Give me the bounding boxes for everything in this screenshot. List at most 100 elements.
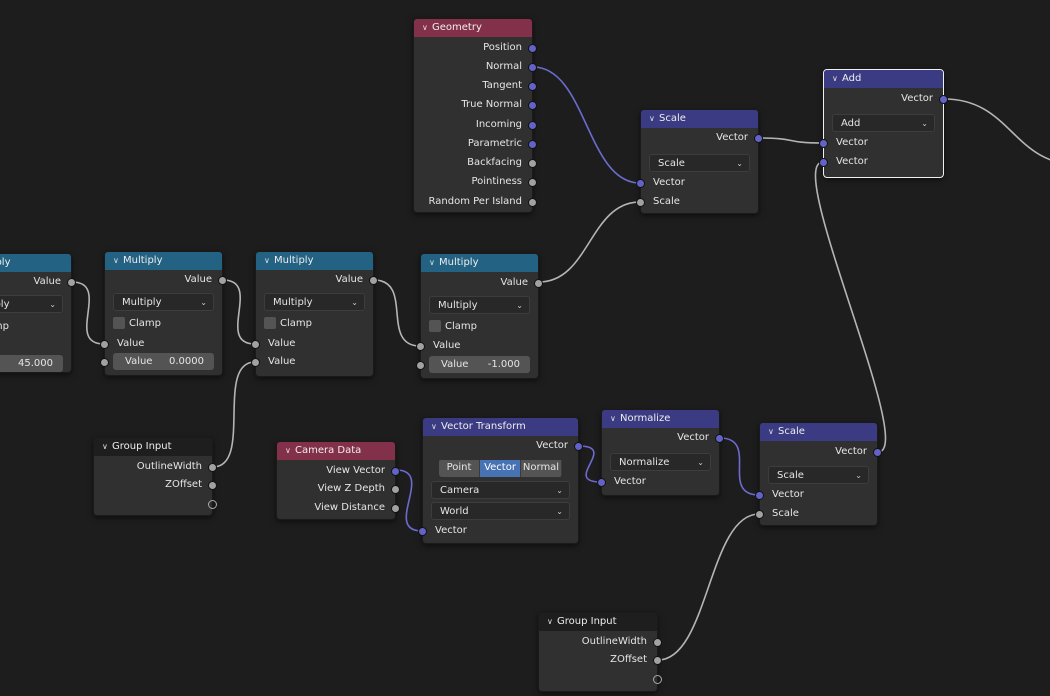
socket-float[interactable] <box>100 340 109 349</box>
node-link[interactable] <box>758 137 824 144</box>
chevron-down-icon[interactable]: ∨ <box>431 422 437 431</box>
socket-float[interactable] <box>369 276 378 285</box>
socket-float[interactable] <box>218 276 227 285</box>
socket-float[interactable] <box>416 342 425 351</box>
socket-float[interactable] <box>391 504 400 513</box>
socket-vector[interactable] <box>528 82 537 91</box>
node-link[interactable] <box>814 161 887 453</box>
socket-vector[interactable] <box>528 63 537 72</box>
chevron-down-icon[interactable]: ∨ <box>649 114 655 123</box>
value-field[interactable]: Value45.000 <box>0 355 63 372</box>
node-header[interactable]: ∨Multiply <box>421 254 538 272</box>
socket-vector[interactable] <box>528 121 537 130</box>
socket-float[interactable] <box>251 340 260 349</box>
node-link[interactable] <box>532 66 641 184</box>
socket-float[interactable] <box>653 638 662 647</box>
socket-vector[interactable] <box>391 467 400 476</box>
node-link[interactable] <box>719 437 760 496</box>
node-link[interactable] <box>657 513 760 661</box>
socket-vector[interactable] <box>755 491 764 500</box>
dropdown-multiply[interactable]: Multiply⌄ <box>113 293 214 311</box>
dropdown-multiply[interactable]: Multiply⌄ <box>264 293 365 311</box>
socket-vector[interactable] <box>819 139 828 148</box>
dropdown-add[interactable]: Add⌄ <box>832 114 935 132</box>
node-link[interactable] <box>578 445 602 483</box>
node-link[interactable] <box>373 279 421 347</box>
chevron-down-icon[interactable]: ∨ <box>547 617 553 626</box>
value-field[interactable]: Value-1.000 <box>429 356 530 373</box>
chevron-down-icon[interactable]: ∨ <box>768 427 774 436</box>
node-link[interactable] <box>943 98 1050 165</box>
socket-hollow[interactable] <box>208 500 217 509</box>
node-header[interactable]: ∨Scale <box>760 423 877 441</box>
socket-float[interactable] <box>391 485 400 494</box>
dropdown-normalize[interactable]: Normalize⌄ <box>610 453 711 471</box>
node-header[interactable]: ∨Multiply <box>105 252 222 270</box>
node-link[interactable] <box>222 279 256 345</box>
chevron-down-icon[interactable]: ∨ <box>429 258 435 267</box>
socket-vector[interactable] <box>574 442 583 451</box>
node-header[interactable]: ∨Group Input <box>94 438 212 456</box>
socket-float[interactable] <box>755 510 764 519</box>
chevron-down-icon[interactable]: ∨ <box>113 256 119 265</box>
socket-vector[interactable] <box>418 527 427 536</box>
node-link[interactable] <box>538 201 641 283</box>
dropdown-world[interactable]: World⌄ <box>431 502 570 520</box>
clamp-checkbox[interactable] <box>113 317 125 329</box>
dropdown-camera[interactable]: Camera⌄ <box>431 481 570 499</box>
chevron-down-icon[interactable]: ∨ <box>832 74 838 83</box>
clamp-checkbox[interactable] <box>264 317 276 329</box>
socket-float[interactable] <box>528 198 537 207</box>
socket-vector[interactable] <box>528 140 537 149</box>
socket-hollow[interactable] <box>653 675 662 684</box>
node-link[interactable] <box>71 281 105 345</box>
node-header[interactable]: ∨Geometry <box>414 19 532 37</box>
socket-vector[interactable] <box>819 158 828 167</box>
socket-float[interactable] <box>534 279 543 288</box>
dropdown-multiply[interactable]: Multiply⌄ <box>429 296 530 314</box>
socket-float[interactable] <box>208 481 217 490</box>
socket-vector[interactable] <box>754 134 763 143</box>
node-header[interactable]: ∨Multiply <box>0 254 71 272</box>
socket-float[interactable] <box>528 159 537 168</box>
socket-float[interactable] <box>67 278 76 287</box>
clamp-checkbox[interactable] <box>429 320 441 332</box>
node-header[interactable]: ∨Add <box>824 70 943 88</box>
socket-vector[interactable] <box>528 44 537 53</box>
chevron-down-icon[interactable]: ∨ <box>422 23 428 32</box>
chevron-down-icon[interactable]: ∨ <box>610 414 616 423</box>
tab-vector[interactable]: Vector <box>480 460 521 477</box>
socket-float[interactable] <box>251 358 260 367</box>
node-header[interactable]: ∨Camera Data <box>277 442 395 460</box>
node-header[interactable]: ∨Multiply <box>256 252 373 270</box>
node-header[interactable]: ∨Vector Transform <box>423 418 578 436</box>
tab-normal[interactable]: Normal <box>521 460 562 477</box>
tab-point[interactable]: Point <box>439 460 480 477</box>
socket-vector[interactable] <box>636 179 645 188</box>
node-link[interactable] <box>395 469 423 532</box>
socket-float[interactable] <box>208 463 217 472</box>
socket-vector[interactable] <box>715 434 724 443</box>
socket-vector[interactable] <box>528 101 537 110</box>
node-header[interactable]: ∨Group Input <box>539 613 657 631</box>
socket-float[interactable] <box>100 358 109 367</box>
chevron-down-icon[interactable]: ∨ <box>102 442 108 451</box>
node-header[interactable]: ∨Scale <box>641 110 758 128</box>
chevron-down-icon[interactable]: ∨ <box>285 446 291 455</box>
chevron-down-icon[interactable]: ∨ <box>264 256 270 265</box>
socket-vector[interactable] <box>939 95 948 104</box>
node-header[interactable]: ∨Normalize <box>602 410 719 428</box>
